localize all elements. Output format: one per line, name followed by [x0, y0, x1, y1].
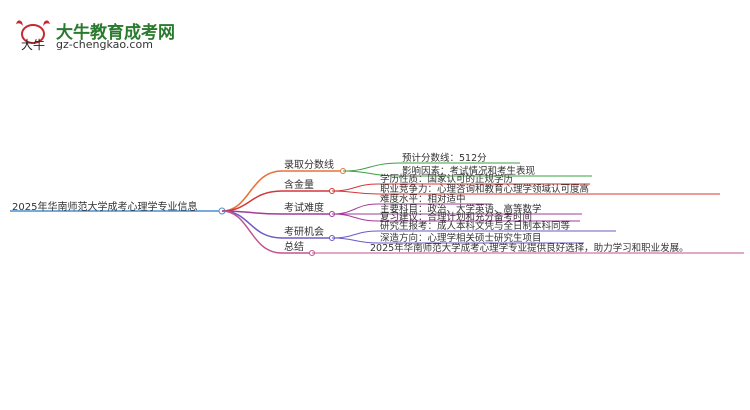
- leaf-2-2: 复习建议：合理计划和充分备考时间: [380, 212, 533, 223]
- bull-logo-icon: 大牛: [16, 20, 50, 52]
- leaf-2-0: 难度水平：相对适中: [380, 194, 466, 205]
- branch-0-label: 录取分数线: [284, 160, 334, 171]
- edge-branch-4: [221, 210, 283, 254]
- branch-4-label: 总结: [284, 242, 304, 253]
- brand-url: gz-chengkao.com: [56, 38, 153, 51]
- leaf-4-0: 2025年华南师范大学成考心理学专业提供良好选择，助力学习和职业发展。: [370, 243, 689, 254]
- brand-logo: 大牛 大牛教育成考网 gz-chengkao.com: [14, 16, 175, 56]
- leaf-0-0: 预计分数线：512分: [402, 153, 487, 164]
- leaf-3-0: 研究生报考：成人本科文凭与全日制本科同等: [380, 221, 571, 232]
- leaf-1-1: 职业竞争力：心理咨询和教育心理学领域认可度高: [380, 184, 590, 195]
- edge-branch-1: [221, 190, 283, 212]
- leaf-0-1: 影响因素：考试情况和考生表现: [402, 166, 536, 177]
- branch-3-label: 考研机会: [284, 227, 324, 238]
- leaf-2-1: 主要科目：政治、大学英语、高等数学: [380, 204, 542, 215]
- leaf-1-0: 学历性质：国家认可的正规学历: [380, 174, 514, 185]
- brand-title: 大牛教育成考网: [56, 23, 175, 43]
- branch-1-label: 含金量: [284, 180, 314, 191]
- leaf-3-1: 深造方向：心理学相关硕士研究生项目: [380, 233, 542, 244]
- root-node: 2025年华南师范大学成考心理学专业信息: [12, 202, 198, 213]
- logo-mark-text: 大牛: [21, 37, 45, 52]
- branch-2-label: 考试难度: [284, 203, 324, 214]
